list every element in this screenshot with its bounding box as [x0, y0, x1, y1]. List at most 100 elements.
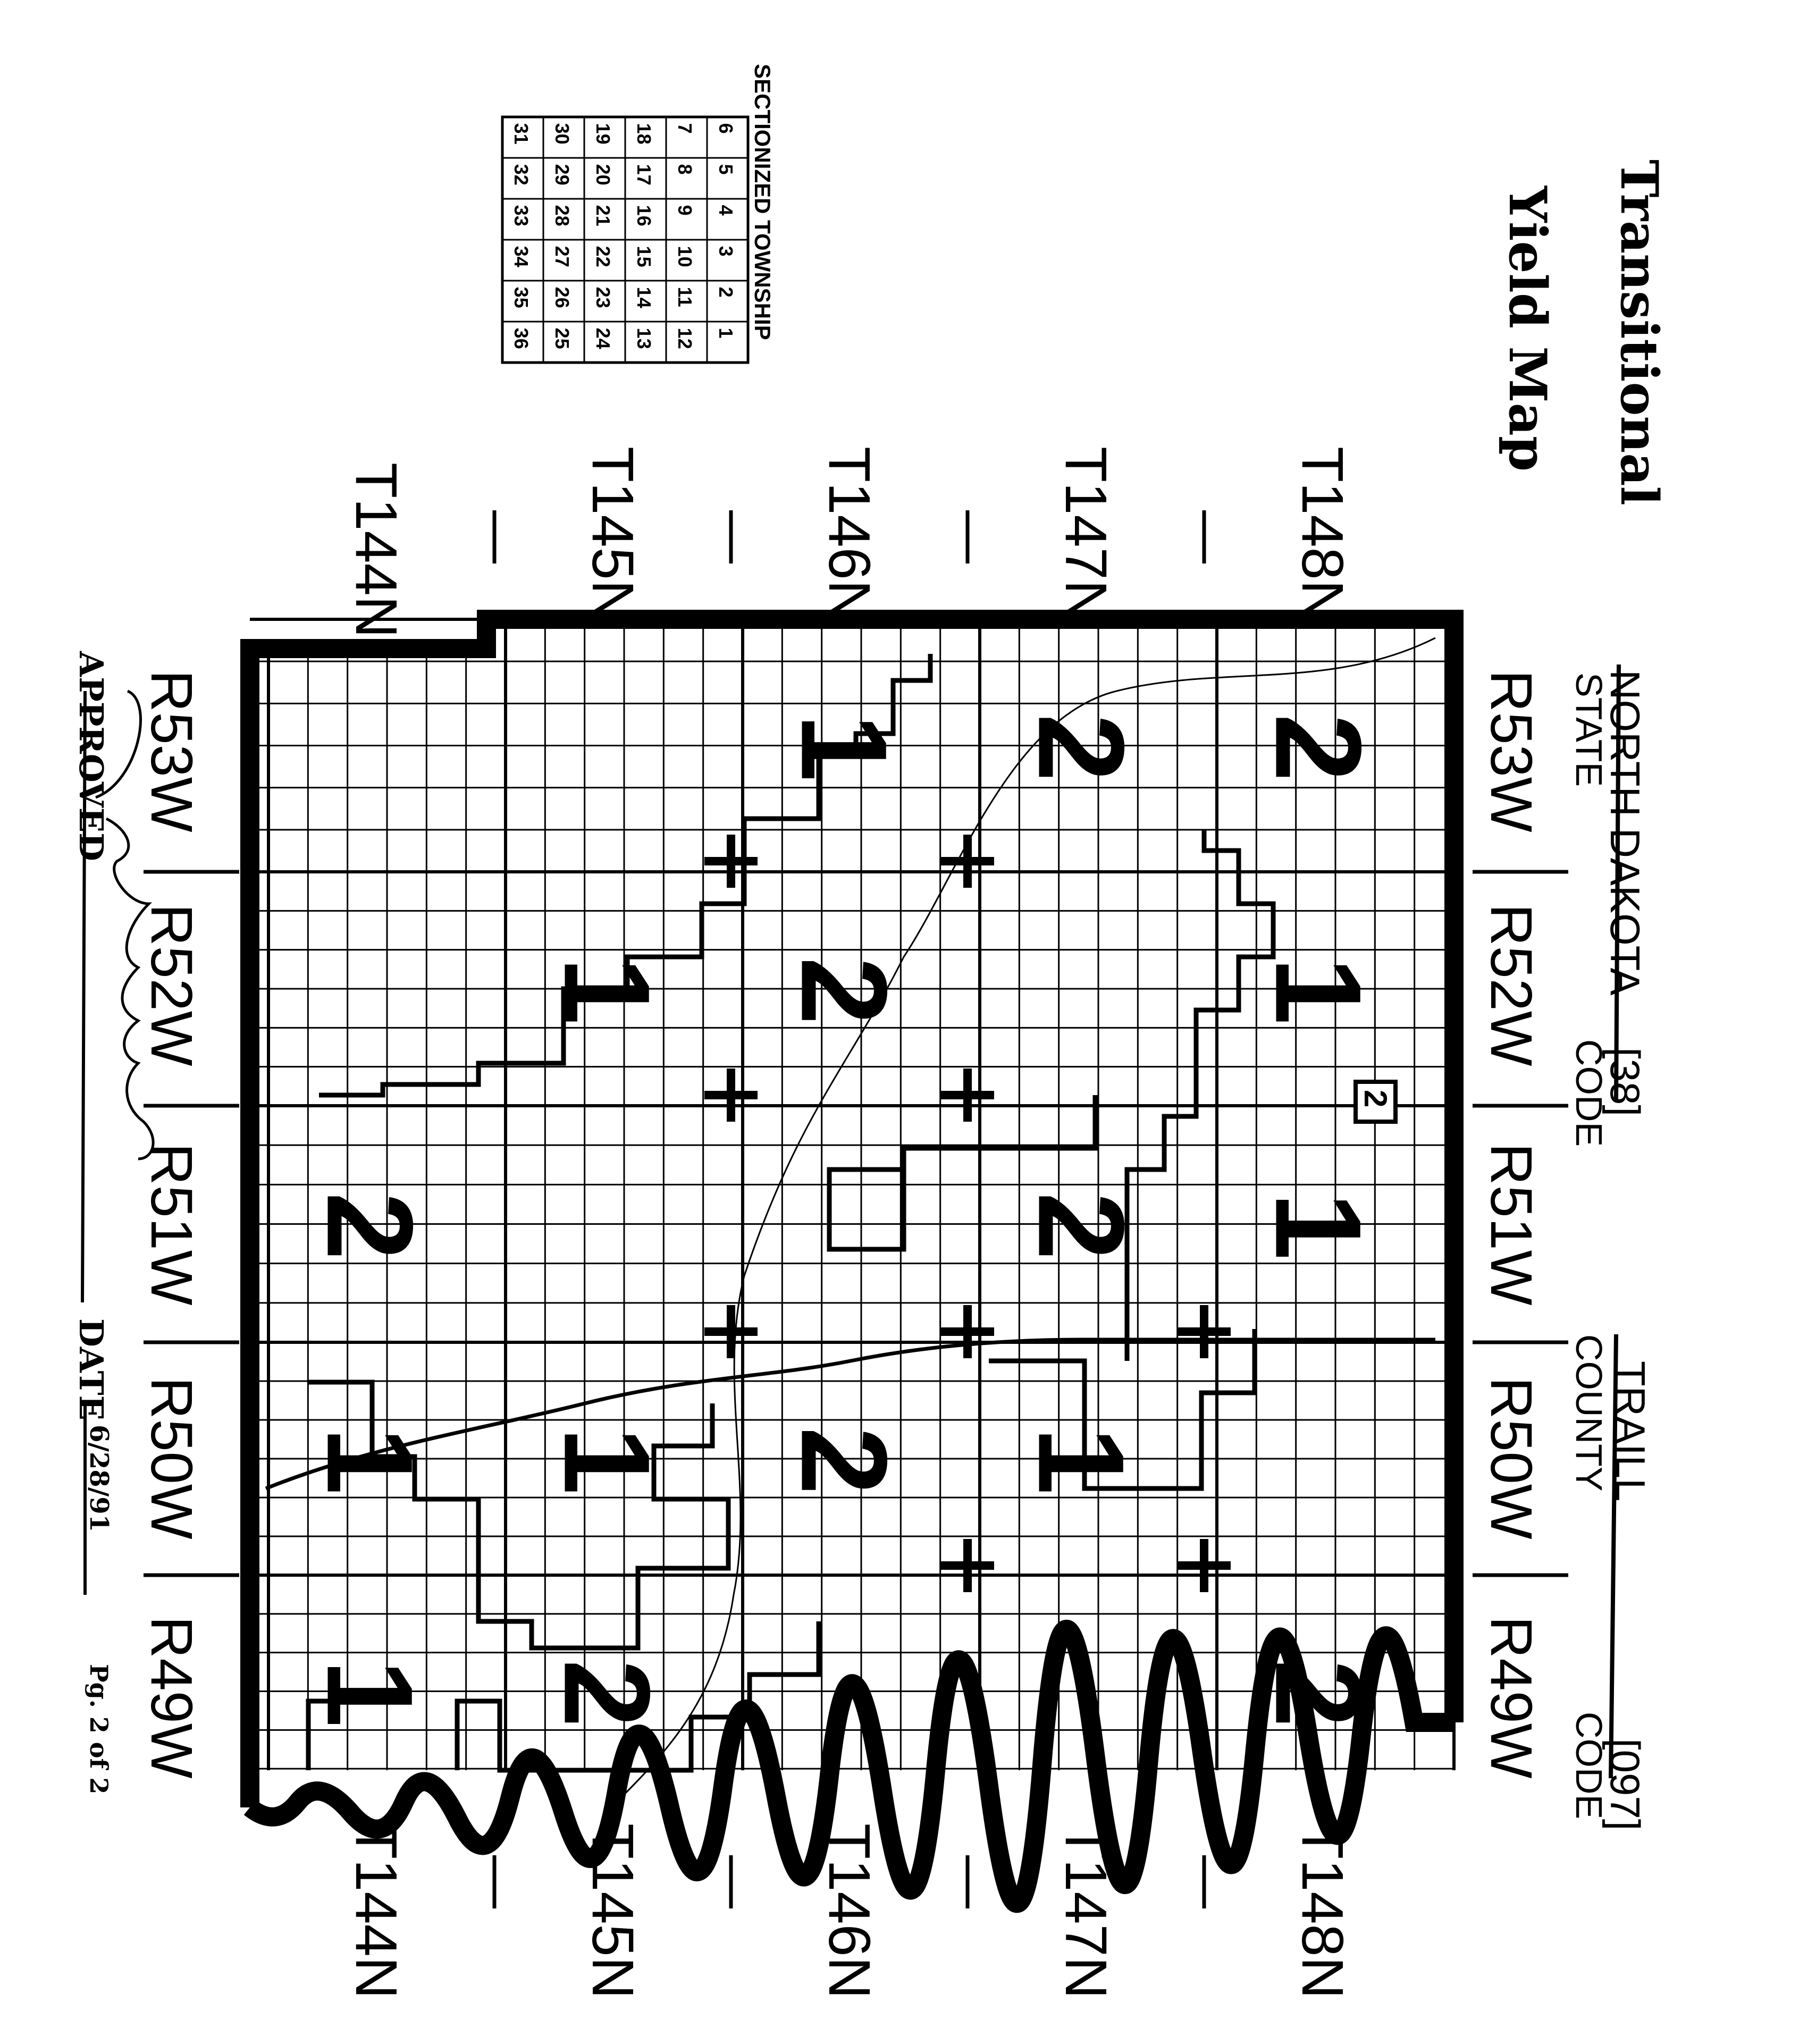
range-label-left: R52W [139, 904, 204, 1066]
key-section-number: 12 [674, 328, 696, 349]
key-title: SECTIONIZED TOWNSHIP [750, 64, 775, 340]
county-boundary-river [243, 1619, 1454, 1913]
key-section-number: 34 [510, 246, 532, 267]
key-section-number: 3 [715, 246, 737, 257]
key-section-number: 23 [592, 287, 614, 308]
date-label: DATE [72, 1318, 111, 1420]
key-section-number: 6 [715, 123, 737, 134]
yield-zone-label: 2 [776, 957, 913, 1025]
zone-boundary [306, 1621, 821, 1773]
township-label-bottom: T148N [1290, 1823, 1355, 1999]
yield-zone-label: 1 [1250, 1192, 1387, 1260]
yield-zone-label: 1 [302, 1660, 439, 1728]
inset-code-box [1353, 1080, 1398, 1124]
map-title-line2: Yield Map [1498, 186, 1558, 472]
range-label-right: R52W [1478, 904, 1544, 1066]
yield-zone-label: 2 [302, 1192, 439, 1260]
approval-signature [95, 689, 155, 1160]
township-label-bottom: T146N [817, 1823, 882, 1999]
yield-zone-boundaries [265, 637, 1436, 1809]
county-code-label: CODE [1568, 1712, 1610, 1819]
key-section-number: 17 [633, 164, 655, 186]
range-label-left: R51W [139, 1143, 204, 1306]
state-code: [38] [1602, 1047, 1649, 1116]
township-label-top: T144N [343, 462, 409, 638]
range-label-right: R51W [1478, 1143, 1544, 1306]
township-label-top: T147N [1053, 447, 1119, 622]
key-section-number: 29 [551, 164, 573, 186]
key-section-number: 31 [510, 123, 532, 145]
key-section-number: 4 [715, 205, 737, 216]
key-section-number: 13 [633, 328, 655, 349]
key-section-number: 20 [592, 164, 614, 186]
key-section-number: 5 [715, 164, 737, 175]
key-section-number: 21 [592, 205, 614, 226]
county-underline [1609, 1334, 1618, 1779]
inset-code: 2 [1358, 1090, 1393, 1107]
key-section-number: 25 [551, 328, 573, 349]
range-label-left: R53W [139, 670, 204, 832]
township-label-top: T148N [1290, 447, 1355, 622]
key-section-number: 10 [674, 246, 696, 267]
township-label-bottom: T144N [343, 1823, 409, 1999]
township-corner-markers [704, 835, 1231, 1592]
range-label-left: R50W [139, 1377, 204, 1540]
yield-zone-label: 2 [1013, 1192, 1150, 1260]
yield-zone-label: 1 [302, 1427, 439, 1495]
plus-marker [1178, 1539, 1231, 1592]
zone-boundary [1124, 829, 1276, 1361]
state-label: STATE [1568, 672, 1610, 787]
plus-marker [941, 835, 994, 888]
date-value: 6/28/91 [84, 1425, 114, 1532]
river [610, 637, 1436, 1809]
yield-zone-label: 2 [539, 1660, 676, 1728]
page-number: Pg. 2 of 2 [85, 1664, 113, 1794]
key-section-number: 27 [551, 246, 573, 267]
township-range-labels: T148NT148NT147NT147NT146NT146NT145NT145N… [139, 447, 1568, 1999]
township-label-bottom: T147N [1053, 1823, 1119, 1999]
plus-marker [704, 835, 758, 888]
key-section-number: 16 [633, 205, 655, 226]
header-block: NORTH DAKOTA [38] STATE CODE TRAILL [097… [1568, 664, 1654, 1830]
plus-marker [941, 1069, 994, 1122]
key-section-number: 15 [633, 246, 655, 267]
plus-marker [704, 1069, 758, 1122]
yield-zone-label: 1 [1250, 957, 1387, 1025]
zone-boundary [308, 1380, 731, 1651]
yield-zone-label: 1 [539, 957, 676, 1025]
key-section-number: 8 [674, 164, 696, 175]
key-section-number: 30 [551, 123, 573, 145]
state-code-label: CODE [1568, 1039, 1610, 1147]
state-underline [1614, 664, 1621, 1101]
county-label: COUNTY [1568, 1334, 1610, 1492]
key-section-number: 24 [592, 328, 614, 349]
key-section-number: 28 [551, 205, 573, 226]
yield-zone-label: 1 [539, 1427, 676, 1495]
key-section-number: 26 [551, 287, 573, 308]
key-section-number: 19 [592, 123, 614, 145]
yield-zone-label: 1 [1013, 1427, 1150, 1495]
yield-zone-label: 2 [1250, 714, 1387, 782]
yield-zone-label: 2 [776, 1427, 913, 1495]
yield-zone-label: 2 [1013, 714, 1150, 782]
range-label-right: R53W [1478, 670, 1544, 832]
key-section-number: 18 [633, 123, 655, 145]
county-boundary [240, 610, 1464, 1807]
key-section-number: 11 [674, 287, 696, 307]
approval-line [81, 691, 87, 1303]
key-section-number: 36 [510, 328, 532, 349]
plus-marker [704, 1305, 758, 1358]
key-section-number: 22 [592, 246, 614, 267]
zone-boundary [319, 654, 933, 1098]
sectionized-township-key: 6543217891011121817161514131920212223243… [501, 115, 750, 364]
key-section-number: 32 [510, 164, 532, 186]
key-section-number: 14 [633, 287, 655, 308]
key-section-number: 7 [674, 123, 696, 134]
township-label-top: T146N [817, 447, 882, 622]
yield-zone-label: 1 [776, 714, 913, 782]
zone-boundary [827, 1095, 1257, 1491]
key-section-number: 1 [715, 328, 737, 339]
key-section-number: 35 [510, 287, 532, 308]
